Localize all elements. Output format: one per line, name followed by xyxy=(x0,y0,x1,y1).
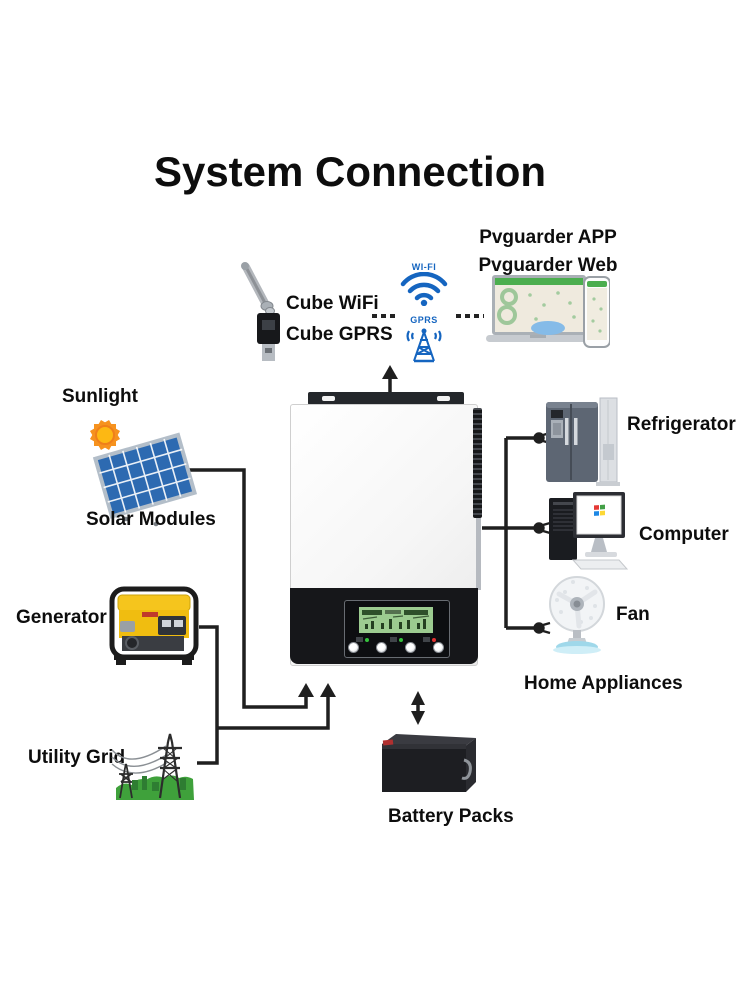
inverter-heatsink xyxy=(473,408,482,518)
refrigerator-icon xyxy=(544,396,622,495)
inverter-button xyxy=(348,642,359,653)
pvguarder-labels: Pvguarder APP Pvguarder Web xyxy=(462,224,634,280)
laptop-phone-icon xyxy=(486,275,611,354)
pvguarder-web-label: Pvguarder Web xyxy=(478,255,618,276)
page-title: System Connection xyxy=(153,148,547,195)
inverter-button xyxy=(432,642,444,653)
cube-wifi-label: Cube WiFi xyxy=(286,293,379,314)
gprs-tower-icon xyxy=(401,325,447,368)
computer-label: Computer xyxy=(639,524,729,545)
indicator-icon xyxy=(356,636,369,643)
cube-labels: Cube WiFi Cube GPRS xyxy=(286,288,393,350)
wifi-icon xyxy=(399,271,449,311)
inverter-indicator-row xyxy=(356,636,436,643)
sun-icon xyxy=(86,416,124,459)
pvguarder-app-label: Pvguarder APP xyxy=(479,227,617,248)
solar-modules-label: Solar Modules xyxy=(86,509,216,530)
pv-connector-line xyxy=(176,468,314,709)
ac-output-connector-line xyxy=(482,436,534,630)
indicator-icon xyxy=(389,636,403,643)
refrigerator-label: Refrigerator xyxy=(627,414,736,435)
solar-panel-icon xyxy=(90,420,198,533)
utility-grid-label: Utility Grid xyxy=(28,747,126,768)
generator-icon xyxy=(102,581,206,674)
indicator-icon xyxy=(423,636,436,643)
utility-grid-icon xyxy=(110,720,202,805)
wifi-label: WI-FI xyxy=(411,262,437,272)
inverter-to-wifi-arrow xyxy=(382,365,398,393)
cube-gprs-label: Cube GPRS xyxy=(286,324,393,345)
battery-connector-arrow xyxy=(411,691,425,725)
inverter-mount-bracket xyxy=(308,392,464,405)
home-appliances-label: Home Appliances xyxy=(524,673,683,694)
cube-dongle-icon xyxy=(236,257,296,368)
fan-label: Fan xyxy=(616,604,650,625)
inverter-lcd-screen xyxy=(359,607,433,633)
fan-icon xyxy=(545,574,609,663)
generator-grid-connector-line xyxy=(197,625,336,765)
inverter-buttons xyxy=(348,642,444,653)
bracket-slot xyxy=(322,396,335,401)
gprs-label: GPRS xyxy=(410,315,438,325)
inverter-button xyxy=(376,642,388,653)
sunlight-label: Sunlight xyxy=(62,386,138,407)
bracket-slot xyxy=(437,396,450,401)
inverter-side-edge xyxy=(476,518,481,590)
wifi-gprs-group: WI-FI GPRS xyxy=(396,262,452,368)
inverter-button xyxy=(404,642,416,653)
computer-icon xyxy=(543,492,629,577)
battery-packs-label: Battery Packs xyxy=(388,806,514,827)
battery-icon xyxy=(378,730,478,805)
generator-label: Generator xyxy=(16,607,107,628)
inverter-image xyxy=(290,392,482,666)
